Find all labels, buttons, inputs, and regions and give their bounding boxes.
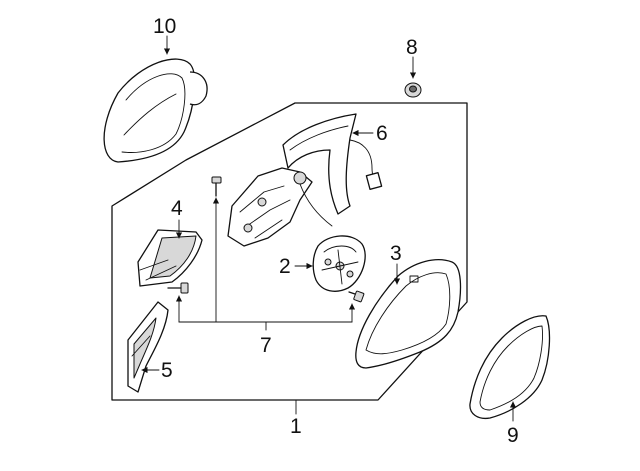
screw-left[interactable] bbox=[167, 282, 189, 294]
callout-10: 10 bbox=[153, 15, 176, 38]
screw-top[interactable] bbox=[211, 176, 222, 197]
part-10-mirror-cover[interactable] bbox=[103, 58, 208, 163]
callout-7: 7 bbox=[260, 334, 272, 357]
part-9-mirror-glass[interactable] bbox=[469, 315, 551, 420]
screw-right[interactable] bbox=[348, 290, 365, 303]
part-4-upper-cover[interactable] bbox=[137, 229, 203, 287]
callout-1: 1 bbox=[290, 415, 302, 438]
callout-9: 9 bbox=[507, 424, 519, 447]
callout-4: 4 bbox=[171, 197, 183, 220]
part-8-nut[interactable] bbox=[404, 82, 422, 98]
callout-6: 6 bbox=[376, 122, 388, 145]
part-5-lower-cover[interactable] bbox=[127, 301, 169, 393]
part-3-mirror-housing[interactable] bbox=[355, 259, 462, 369]
assembly-outline bbox=[111, 102, 468, 401]
part-2-actuator[interactable] bbox=[312, 235, 366, 292]
part-6-mirror-base[interactable] bbox=[227, 113, 383, 247]
callout-2: 2 bbox=[279, 255, 291, 278]
callout-8: 8 bbox=[406, 36, 418, 59]
callout-3: 3 bbox=[390, 242, 402, 265]
callout-5: 5 bbox=[161, 359, 173, 382]
